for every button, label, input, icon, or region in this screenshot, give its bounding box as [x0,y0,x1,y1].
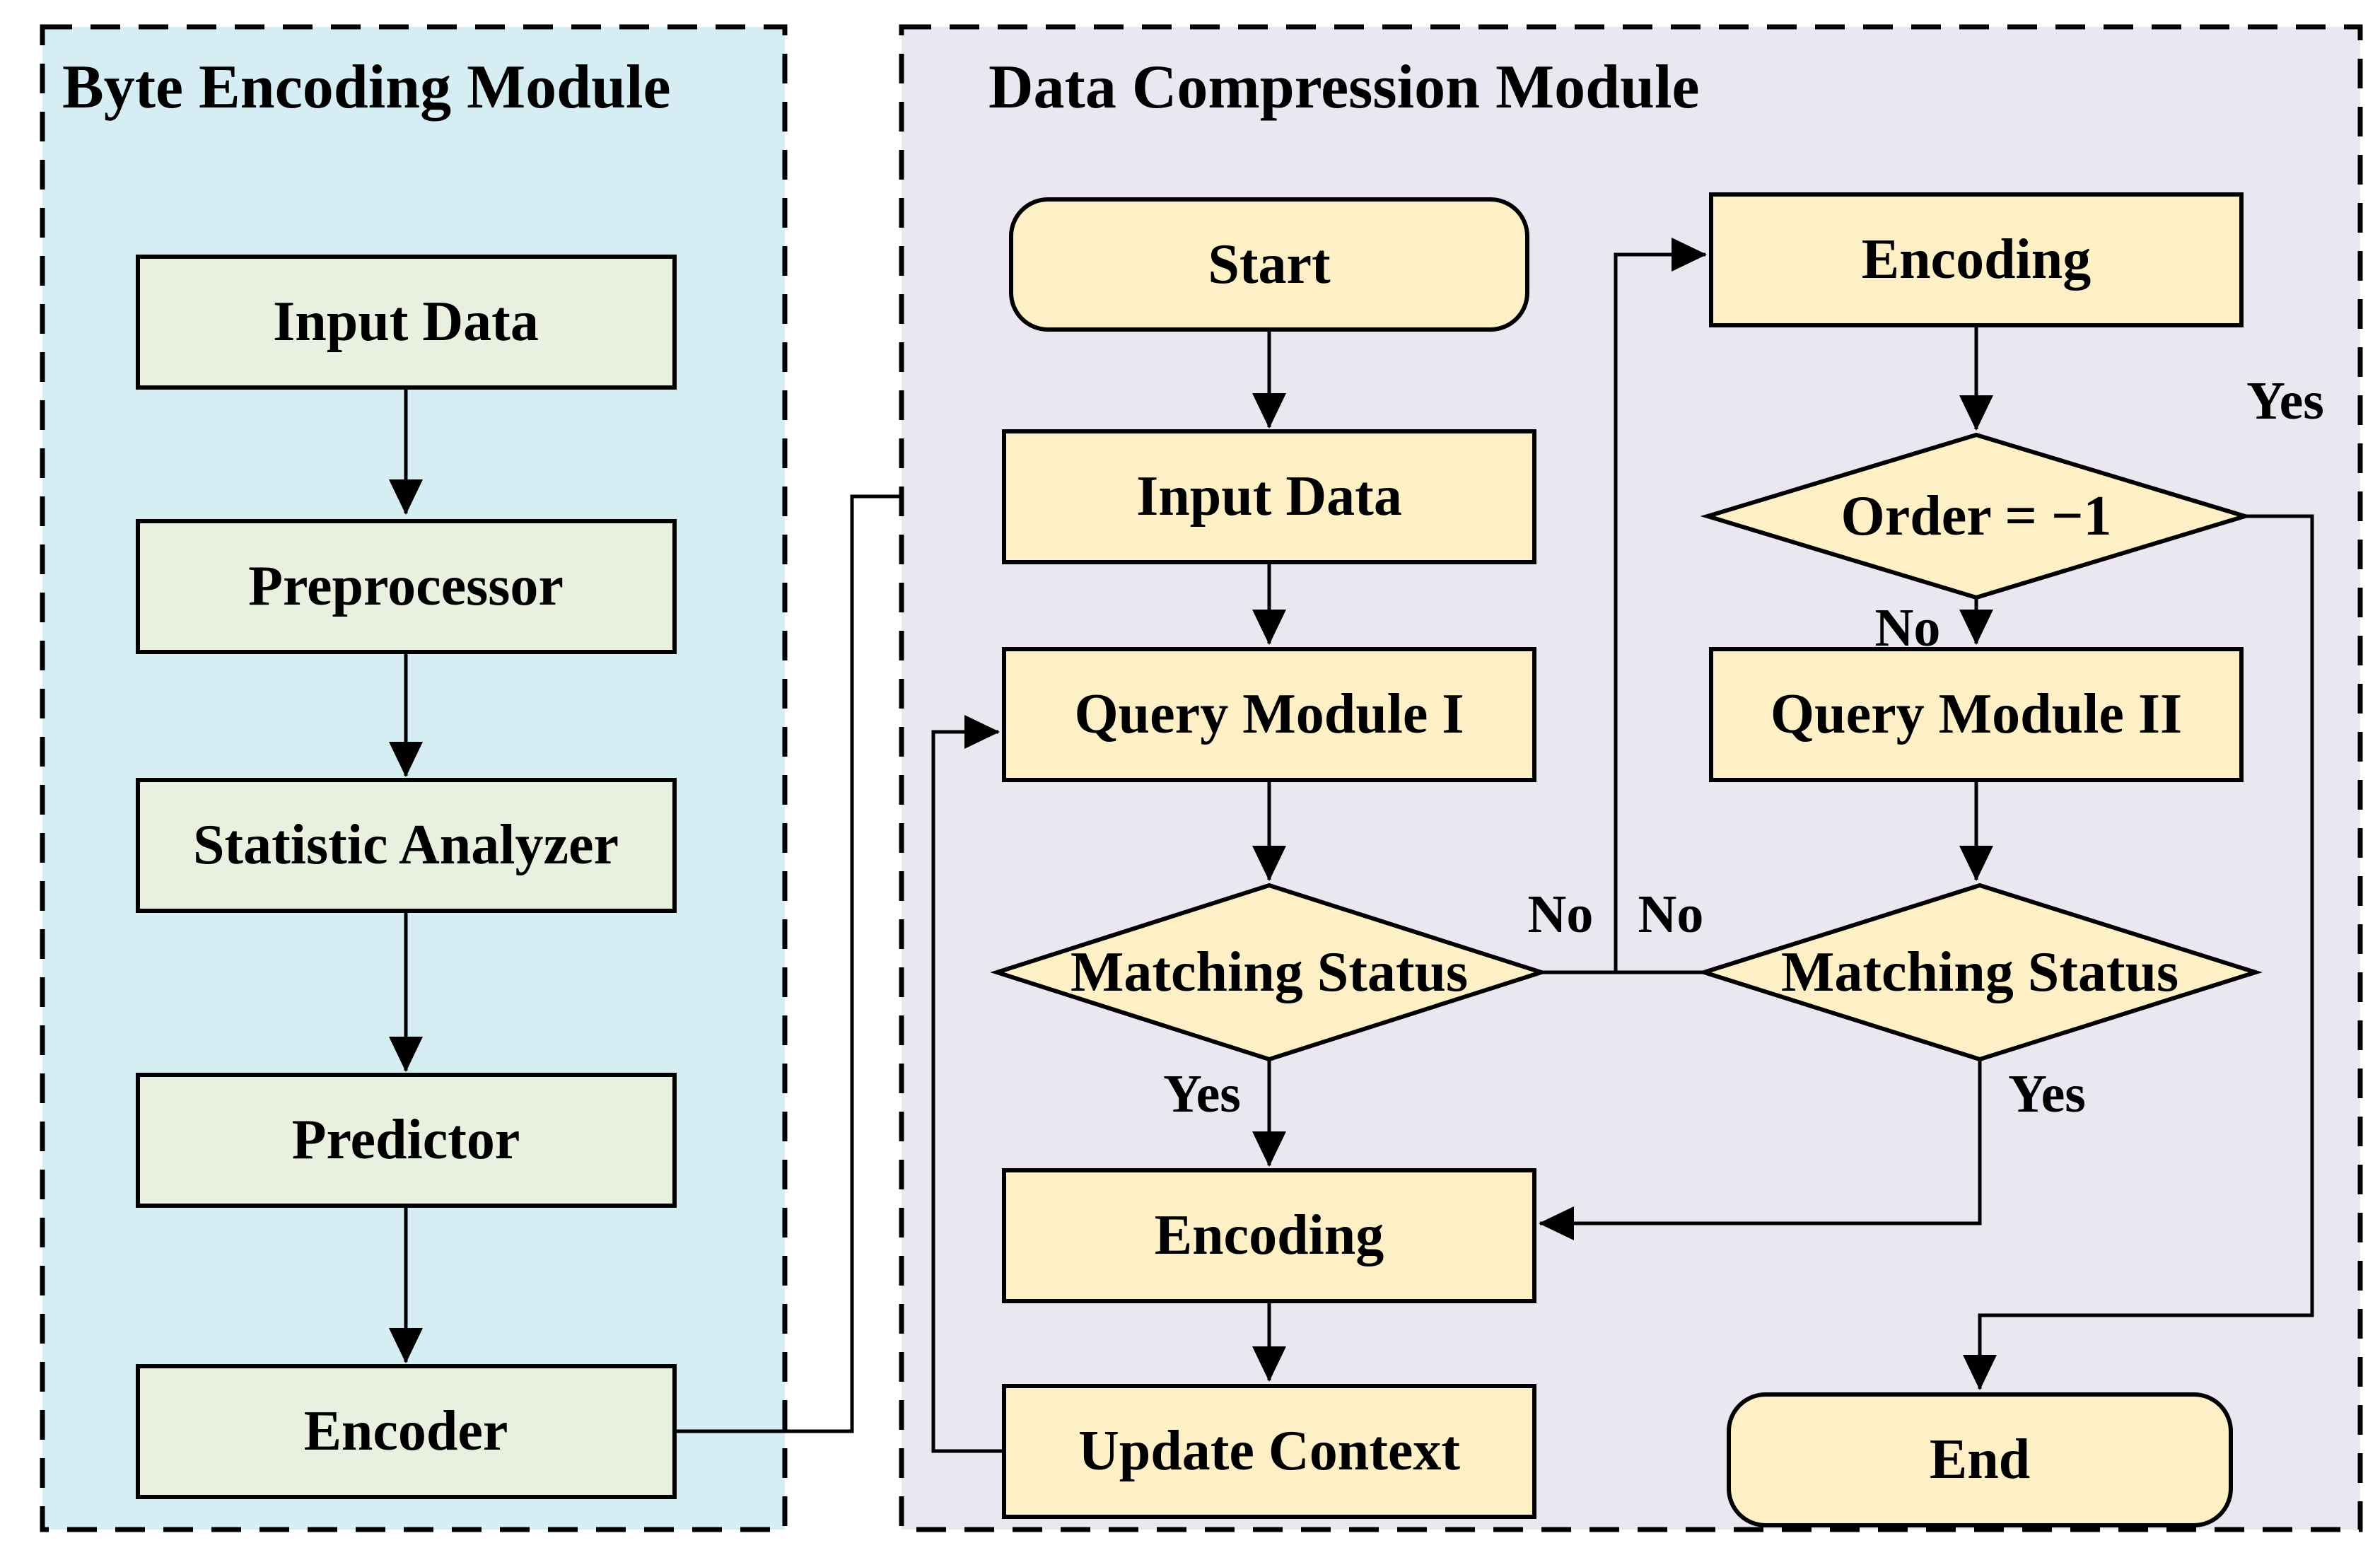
edge-no-junction-to-encoding-top [1614,238,1707,972]
order-yes-label: Yes [2246,371,2324,431]
node-be-input-data: Input Data [136,255,677,390]
query-module-i-box [1002,647,1536,782]
update-context-box [1002,1384,1536,1519]
data-compression-module: Data Compression Module Start Input Data… [899,24,2363,1532]
node-encoding-top: Encoding [1709,192,2244,327]
be-input-data-box [136,255,677,390]
encoding-main-box [1002,1168,1536,1303]
end-box [1727,1392,2233,1527]
encoder-label: Encoder [304,1400,508,1462]
matching-status-i-label: Matching Status [1071,941,1468,1003]
matching-ii-yes-label: Yes [2008,1064,2086,1124]
statistic-analyzer-label: Statistic Analyzer [193,814,619,876]
matching-i-no-label: No [1528,885,1594,944]
predictor-box [136,1073,677,1208]
edge-order-yes-to-end [1963,514,2314,1390]
node-preprocessor: Preprocessor [136,519,677,654]
data-compression-module-title: Data Compression Module [988,53,1700,122]
query-module-ii-box [1709,647,2244,782]
order-no-label: No [1875,598,1941,658]
query-module-ii-label: Query Module II [1771,683,2182,745]
dc-input-data-box [1002,429,1536,564]
matching-status-ii-label: Matching Status [1781,941,2178,1003]
dc-input-data-label: Input Data [1136,465,1402,528]
byte-encoding-module: Byte Encoding Module Input Data Preproce… [40,24,788,1532]
node-predictor: Predictor [136,1073,677,1208]
node-matching-status-i: Matching Status [990,883,1548,1062]
node-dc-input-data: Input Data [1002,429,1536,564]
node-update-context: Update Context [1002,1384,1536,1519]
edge-update-context-loop-to-query-i [931,715,1004,1453]
end-label: End [1930,1428,2030,1491]
encoding-top-label: Encoding [1862,228,2092,291]
matching-i-yes-label: Yes [1163,1064,1241,1124]
edge-matching-ii-yes-to-encoding [1539,1059,1982,1240]
node-query-module-i: Query Module I [1002,647,1536,782]
byte-encoding-module-title: Byte Encoding Module [62,53,671,122]
node-query-module-ii: Query Module II [1709,647,2244,782]
order-check-label: Order = −1 [1841,485,2112,547]
node-statistic-analyzer: Statistic Analyzer [136,778,677,913]
be-input-data-label: Input Data [273,291,539,353]
node-end: End [1727,1392,2233,1527]
encoding-main-label: Encoding [1155,1204,1384,1266]
node-encoder: Encoder [136,1364,677,1499]
node-matching-status-ii: Matching Status [1697,883,2263,1062]
matching-ii-no-label: No [1638,885,1704,944]
update-context-label: Update Context [1078,1420,1460,1482]
predictor-label: Predictor [292,1109,520,1171]
node-order-check: Order = −1 [1700,432,2253,600]
preprocessor-box [136,519,677,654]
start-label: Start [1208,233,1331,296]
node-start: Start [1009,197,1529,332]
query-module-i-label: Query Module I [1074,683,1464,745]
preprocessor-label: Preprocessor [248,555,564,617]
node-encoding-main: Encoding [1002,1168,1536,1303]
